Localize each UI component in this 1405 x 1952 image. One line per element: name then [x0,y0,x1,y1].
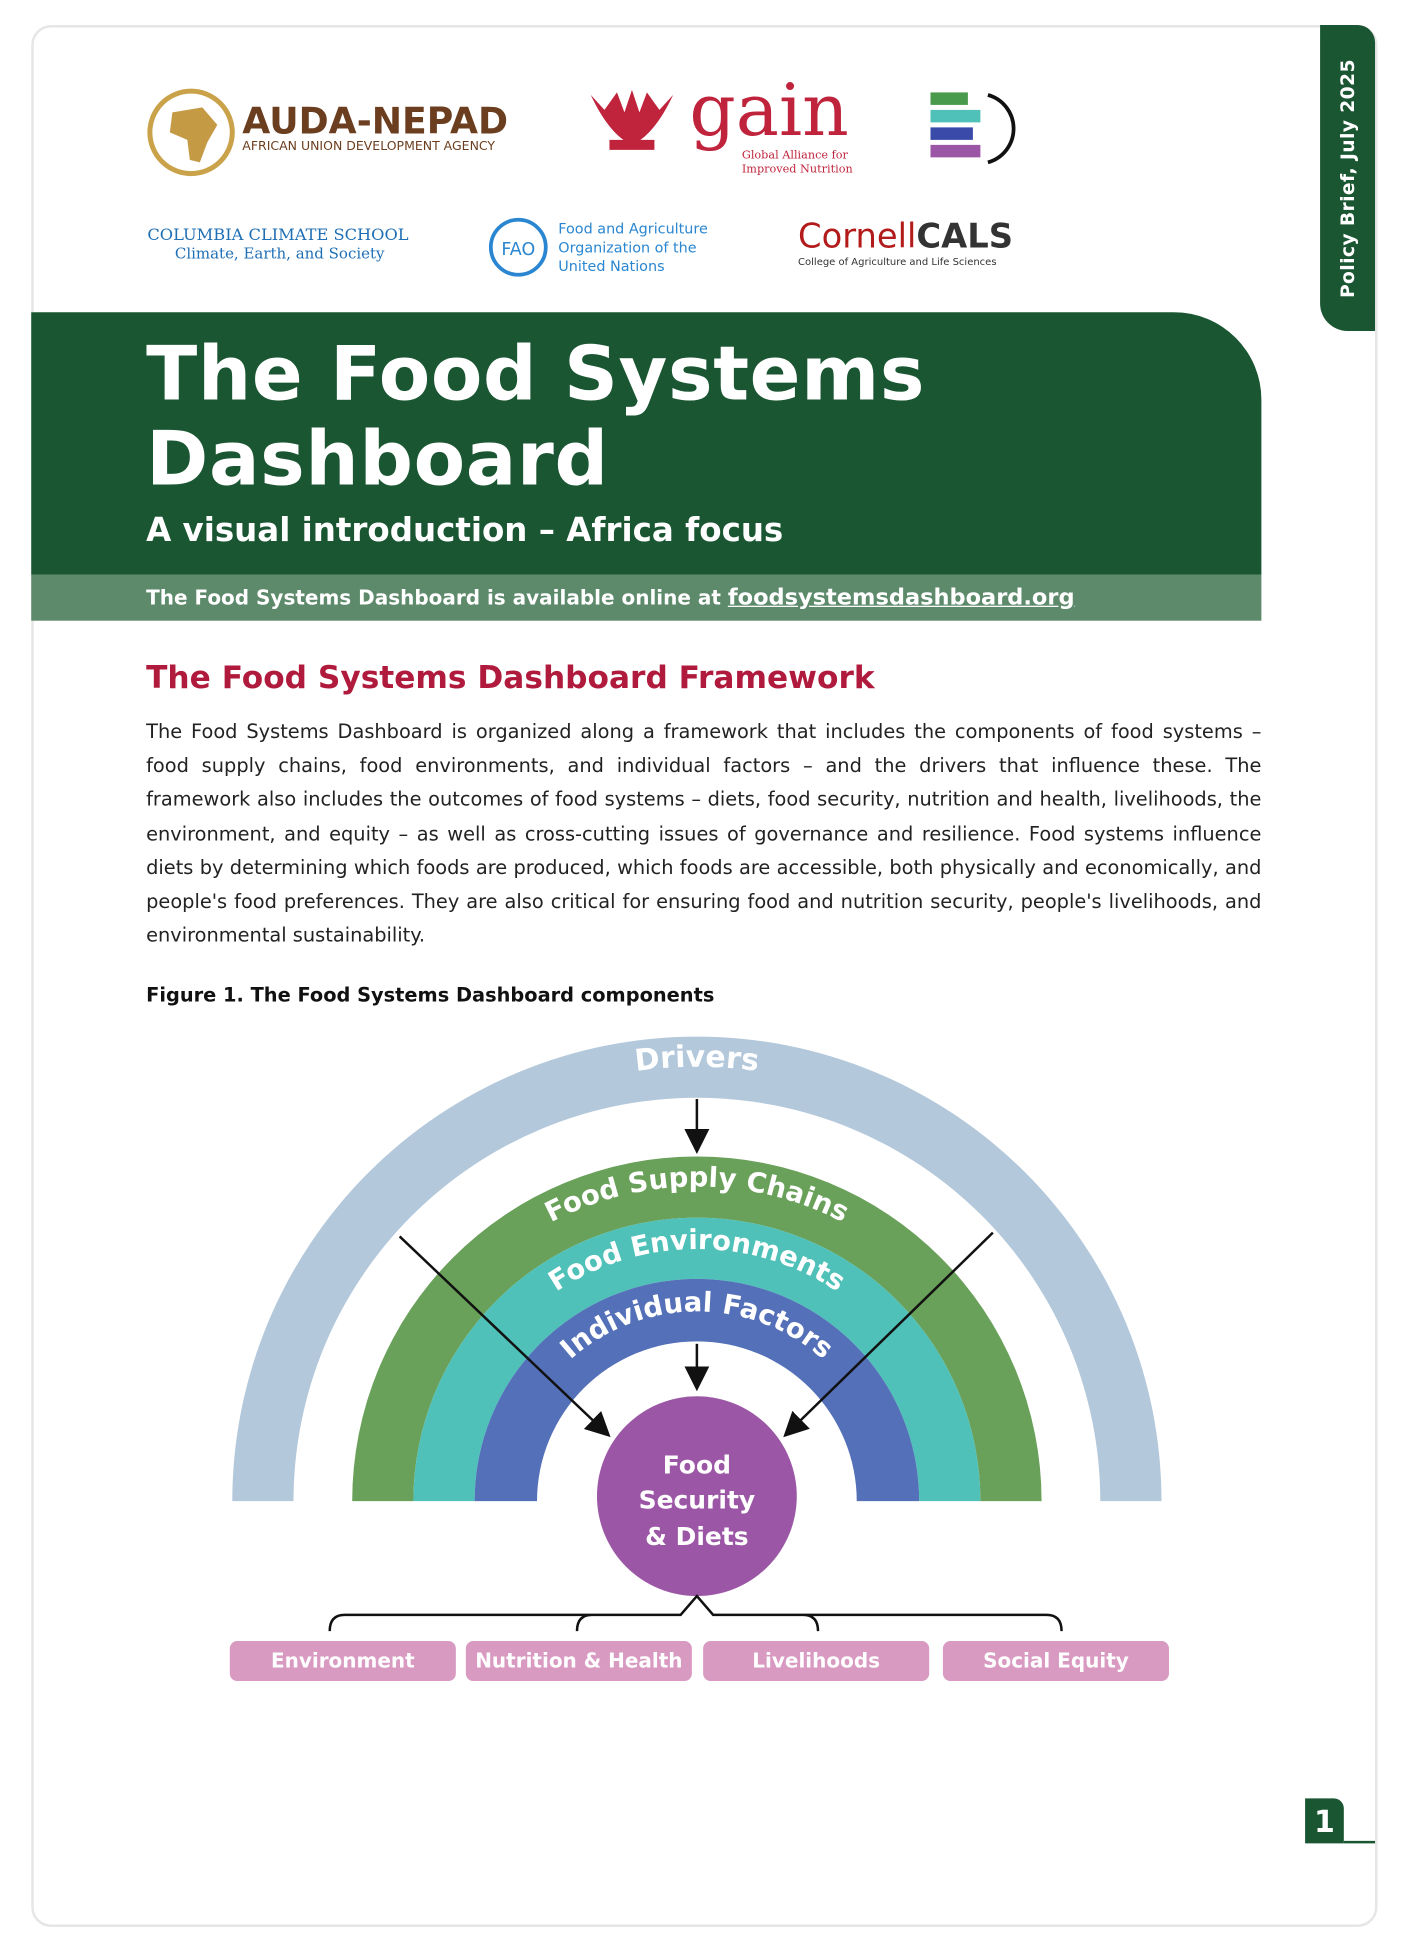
columbia-sub: Climate, Earth, and Society [174,244,385,263]
side-tab: Policy Brief, July 2025 [1320,24,1376,331]
drivers-arc [232,1036,1162,1502]
outcomes-bracket [328,1594,1063,1632]
website-link[interactable]: foodsystemsdashboard.org [727,584,1075,611]
cornell-text: Cornell [798,217,917,257]
gain-sub1: Global Alliance for [741,149,848,163]
cornell-cals-logo: CornellCALS College of Agriculture and L… [798,217,1013,267]
fao-l3: United Nations [558,257,665,275]
band-text: The Food Systems Dashboard is available … [146,585,728,610]
cals-text: CALS [916,217,1013,257]
auda-name: AUDA-NEPAD [242,99,509,143]
food-security-circle [596,1396,797,1597]
website-band: The Food Systems Dashboard is available … [31,574,1262,621]
auda-nepad-logo: AUDA-NEPAD AFRICAN UNION DEVELOPMENT AGE… [145,87,508,182]
gain-name: gain [689,67,849,153]
fao-emblem-icon: FAO [488,217,548,277]
cornell-sub: College of Agriculture and Life Sciences [798,256,997,268]
outcome-social-equity: Social Equity [942,1641,1169,1682]
gain-flower-icon [590,89,674,150]
africa-emblem-icon [147,88,235,177]
fao-l1: Food and Agriculture [558,219,708,238]
outcome-livelihoods: Livelihoods [703,1641,930,1682]
columbia-logo: COLUMBIA CLIMATE SCHOOL Climate, Earth, … [147,226,408,262]
outcome-nutrition-health: Nutrition & Health [465,1641,692,1682]
page-subtitle: A visual introduction – Africa focus [146,512,784,550]
intro-paragraph: The Food Systems Dashboard is organized … [146,720,1262,947]
auda-sub: AFRICAN UNION DEVELOPMENT AGENCY [242,139,496,154]
outcome-environment: Environment [229,1641,456,1682]
page-number-rule [1343,1840,1376,1844]
fao-l2: Organization of the [558,238,697,257]
center-label-1: Food [663,1451,731,1480]
columbia-name: COLUMBIA CLIMATE SCHOOL [147,226,409,245]
page-number: 1 [1305,1798,1344,1844]
svg-text:FAO: FAO [501,240,535,260]
arrows [398,1099,994,1438]
drivers-label: Drivers [633,1040,761,1079]
section-heading: The Food Systems Dashboard Framework [146,659,875,696]
individual-factors-arc [474,1278,920,1502]
dashboard-logo-icon [930,87,1030,174]
figure-caption: Figure 1. The Food Systems Dashboard com… [146,984,715,1007]
food-environments-arc [413,1217,981,1502]
gain-sub2: Improved Nutrition [741,163,853,177]
center-label-2: Security [639,1486,756,1515]
center-label-3: & Diets [645,1522,748,1551]
supply-chains-arc [352,1156,1042,1502]
